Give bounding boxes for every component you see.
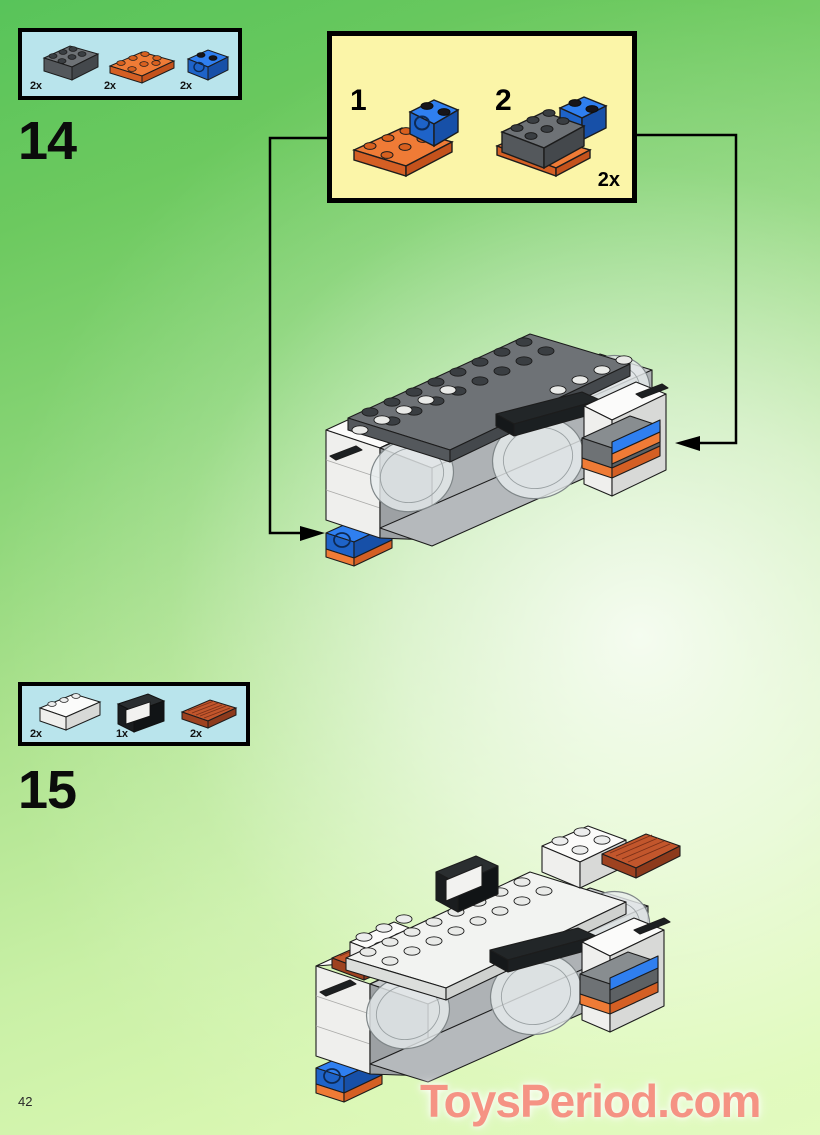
part-qty-15-3: 2x [190,728,202,740]
step-number-15: 15 [18,760,77,820]
plate-2x4-orange-icon [108,51,176,84]
window-frame-on-roof [435,855,499,913]
parts-box-step-15: 2x 1x 2x [18,682,250,746]
parts-box-step-14: 2x 2x 2x [18,28,242,100]
substep-label-1: 1 [350,84,367,117]
part-qty-14-2: 2x [104,80,116,92]
substep-label-2: 2 [495,84,512,117]
model-assembly-step-15 [290,810,710,1120]
brick-1x2-blue-technic-icon [186,49,230,81]
brick-2x4-dark-gray-icon [42,45,100,81]
watermark-toysperiod: ToysPeriod.com [420,1075,761,1127]
model-assembly-step-14 [300,290,700,590]
grille-plate-1x4-red-brown-icon [180,699,238,729]
callout-box-step-14: 1 2 [327,31,637,203]
window-frame-black-icon [116,693,166,733]
model-illustration-step-15 [315,825,681,1103]
parts-illustration-step-15 [38,693,238,733]
substep-1-assembly [352,99,460,178]
brick-1x3-white-icon [38,693,102,731]
substep-2-assembly [495,96,608,178]
part-qty-15-2: 1x [116,728,128,740]
model-illustration-step-14 [325,333,669,567]
part-qty-15-1: 2x [30,728,42,740]
part-qty-14-3: 2x [180,80,192,92]
step-number-14: 14 [18,111,77,171]
callout-illustration [352,96,608,178]
parts-illustration-step-14 [42,45,230,84]
callout-qty: 2x [597,169,620,191]
page-number: 42 [18,1094,33,1109]
part-qty-14-1: 2x [30,80,42,92]
